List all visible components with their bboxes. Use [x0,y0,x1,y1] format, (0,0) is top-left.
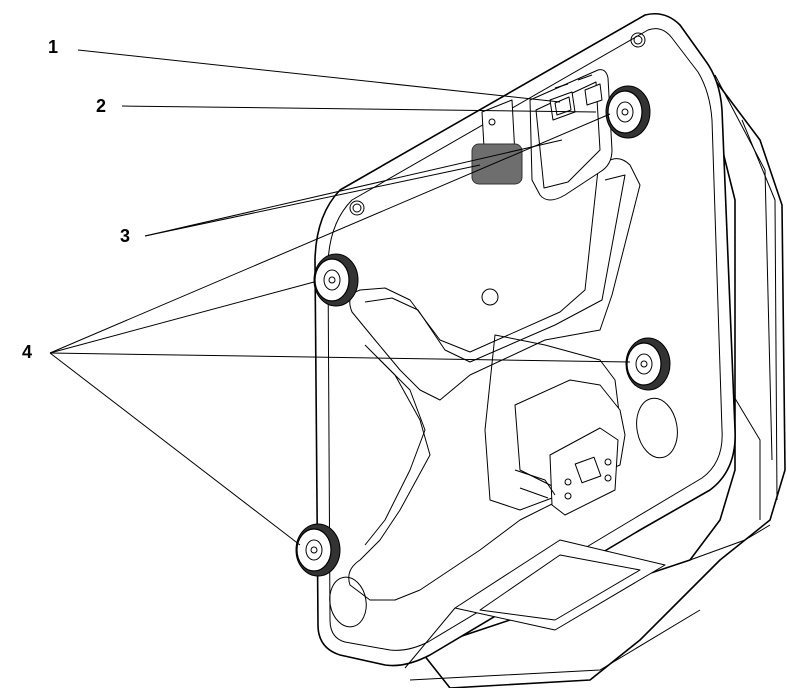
recessed-channel [348,158,641,601]
leader-line-2 [121,105,597,113]
base-plate [314,12,736,667]
rubber-foot-bottom-left [295,523,341,577]
rubber-foot-top-right [605,85,651,139]
leader-line-4a [49,281,315,354]
callout-1: 1 [48,37,59,57]
rubber-foot-left [313,253,359,307]
leader-line-3a [144,164,481,237]
port-compartment [529,69,613,201]
oval-recesses [329,397,678,628]
label-plate [471,99,523,185]
access-panel [484,334,626,516]
callout-3: 3 [120,226,131,246]
screw-holes [349,32,646,306]
callout-4: 4 [22,342,33,362]
leader-line-4c [49,352,301,546]
leader-line-4b [49,352,631,363]
housing-side-wall [419,59,786,688]
callout-2: 2 [96,96,107,116]
front-lip [404,539,701,681]
label-pad [471,143,523,185]
rubber-foot-right [625,337,671,391]
leader-line-4d [49,113,611,354]
leader-line-3b [144,139,563,237]
leader-lines [49,49,631,546]
leader-line-1 [77,49,561,103]
